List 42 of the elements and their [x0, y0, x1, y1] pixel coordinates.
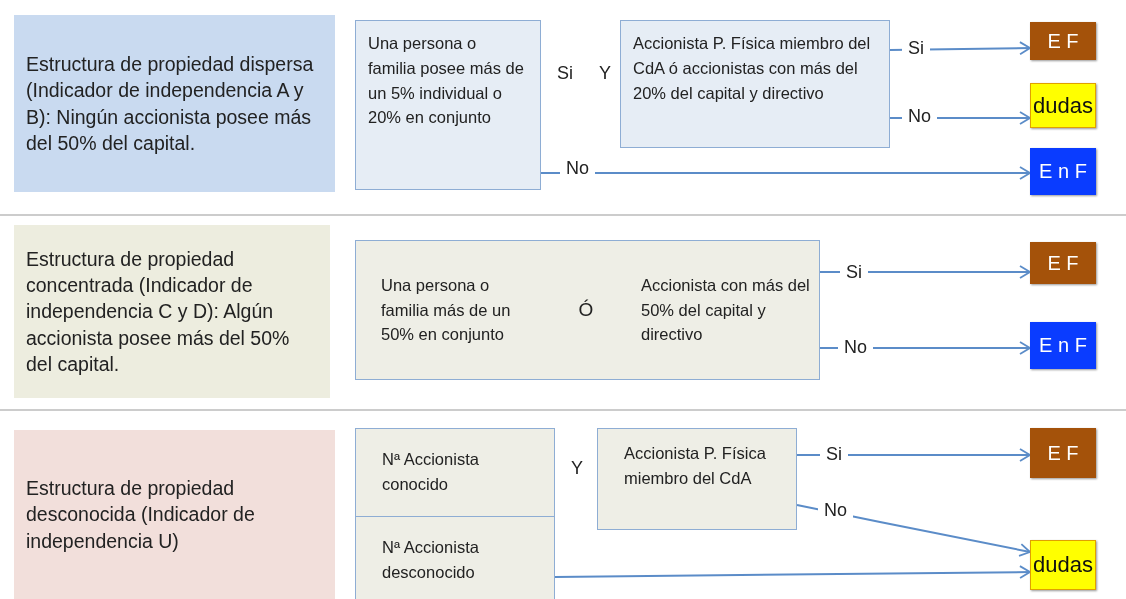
- condition-box: [355, 428, 555, 517]
- box-text: Accionista P. Física miembro del CdA ó accionistas con más del 20% del capital y directivo: [633, 33, 872, 104]
- arrow: [540, 166, 1031, 180]
- result-box: [1030, 22, 1096, 60]
- arrow: [819, 265, 1031, 279]
- result-box: [1030, 540, 1096, 590]
- box-text: Una persona o familia más de un 50% en conjunto: [381, 274, 512, 346]
- box-text: Estructura de propiedad dispersa (Indicador de independencia A y B): Ningún accionista posee más del 50% del capital.: [26, 51, 315, 156]
- result-box: [1030, 148, 1096, 195]
- result-box: [1030, 242, 1096, 284]
- condition-box: [597, 428, 797, 530]
- result-label: E n F: [1039, 334, 1087, 357]
- result-label: E F: [1047, 29, 1079, 53]
- condition-box: [355, 240, 820, 380]
- result-box: [1030, 322, 1096, 369]
- group-box: [14, 430, 335, 599]
- result-box: [1030, 428, 1096, 478]
- result-box: [1030, 83, 1096, 128]
- box-text: Estructura de propiedad desconocida (Indicador de independencia U): [26, 476, 256, 554]
- edge-label: No: [818, 500, 853, 521]
- group-box: [14, 225, 330, 398]
- condition-box: [355, 20, 541, 190]
- arrow: [554, 565, 1031, 579]
- result-label: dudas: [1033, 552, 1093, 578]
- box-text: Nª Accionista conocido: [382, 449, 480, 495]
- box-text: Una persona o familia posee más de un 5% individual o 20% en conjunto: [368, 33, 525, 129]
- box-text: Accionista con más del 50% del capital y directivo: [641, 274, 811, 346]
- box-text: Ó: [577, 297, 595, 322]
- connector-word: Si: [557, 63, 573, 84]
- group-box: [14, 15, 335, 192]
- result-label: E n F: [1039, 160, 1087, 183]
- arrow: [796, 448, 1031, 462]
- box-text: Accionista P. Física miembro del CdA: [624, 443, 767, 489]
- condition-box: [620, 20, 890, 148]
- connector-word: Y: [599, 63, 611, 84]
- result-label: dudas: [1033, 92, 1093, 119]
- result-label: E F: [1047, 251, 1079, 275]
- box-text: Estructura de propiedad concentrada (Indicador de independencia C y D): Algún accionista posee más del 50% del capital.: [26, 246, 291, 377]
- connector-word: Y: [571, 458, 583, 479]
- condition-box: [355, 516, 555, 599]
- result-label: E F: [1047, 441, 1079, 465]
- box-text: Nª Accionista desconocido: [382, 537, 480, 583]
